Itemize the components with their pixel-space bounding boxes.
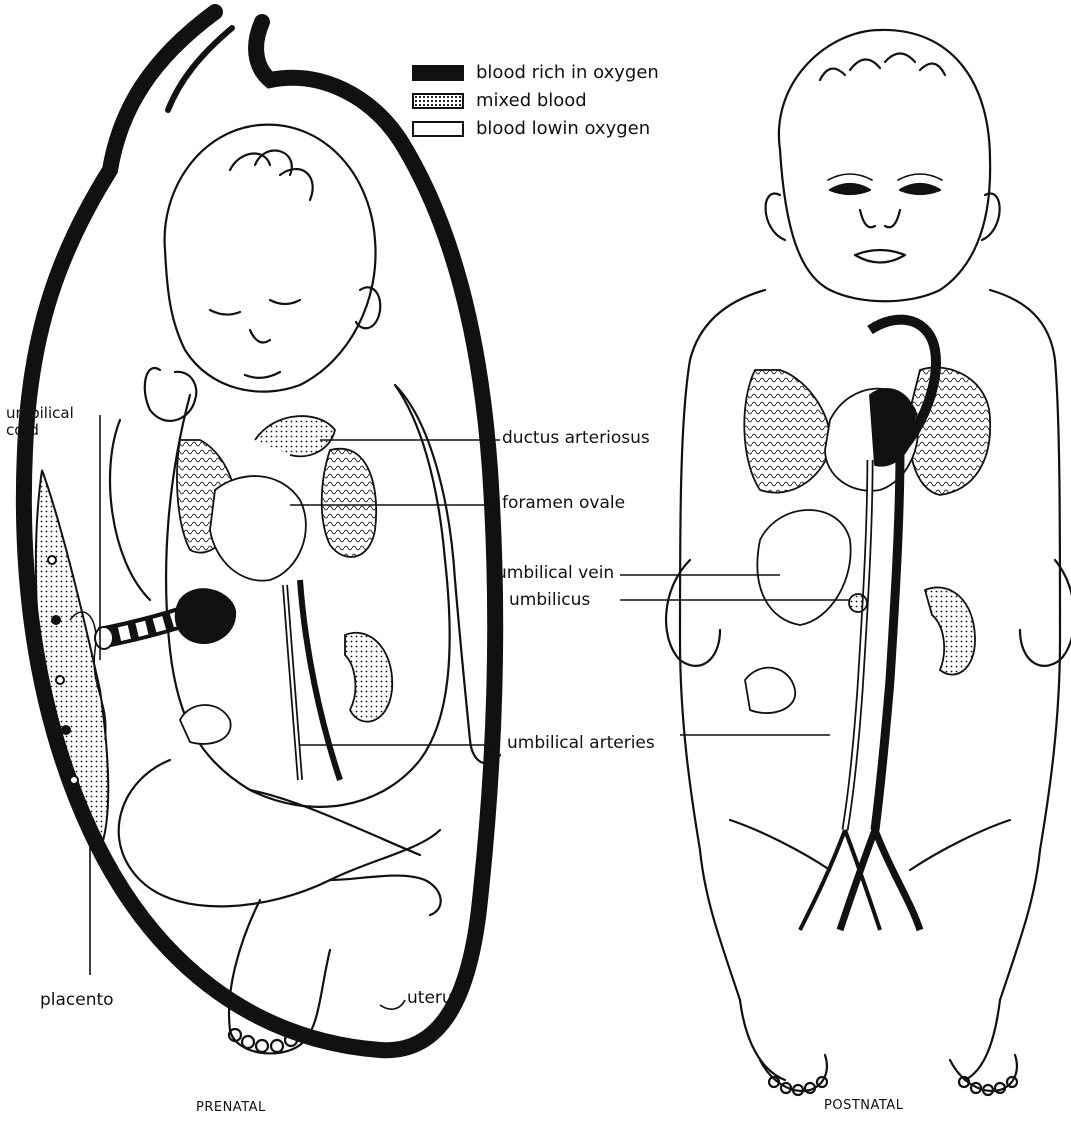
uterus-leader: [380, 1000, 405, 1009]
swatch-mixed: [412, 93, 464, 109]
swatch-rich: [412, 65, 464, 81]
label-uterus: uterus: [407, 988, 462, 1008]
legend-label-low: blood lowin oxygen: [476, 118, 650, 140]
placenta: [36, 470, 108, 850]
label-umbilical-cord: umbilical cord: [6, 405, 74, 439]
fetus: [110, 125, 500, 1054]
caption-postnatal: POSTNATAL: [824, 1098, 903, 1113]
label-foramen-ovale: foramen ovale: [502, 493, 625, 513]
infant-organs: [744, 320, 990, 930]
label-ductus-arteriosus: ductus arteriosus: [502, 428, 650, 448]
label-placenta: placento: [40, 990, 114, 1010]
legend-label-mixed: mixed blood: [476, 90, 587, 112]
caption-prenatal: PRENATAL: [196, 1100, 266, 1115]
fetal-organs: [176, 416, 393, 780]
legend-label-rich: blood rich in oxygen: [476, 62, 659, 84]
label-umbilicus: umbilicus: [509, 590, 590, 610]
swatch-low: [412, 121, 464, 137]
label-umbilical-arteries: umbilical arteries: [507, 733, 655, 753]
label-umbilical-vein: umbilical vein: [496, 563, 614, 583]
